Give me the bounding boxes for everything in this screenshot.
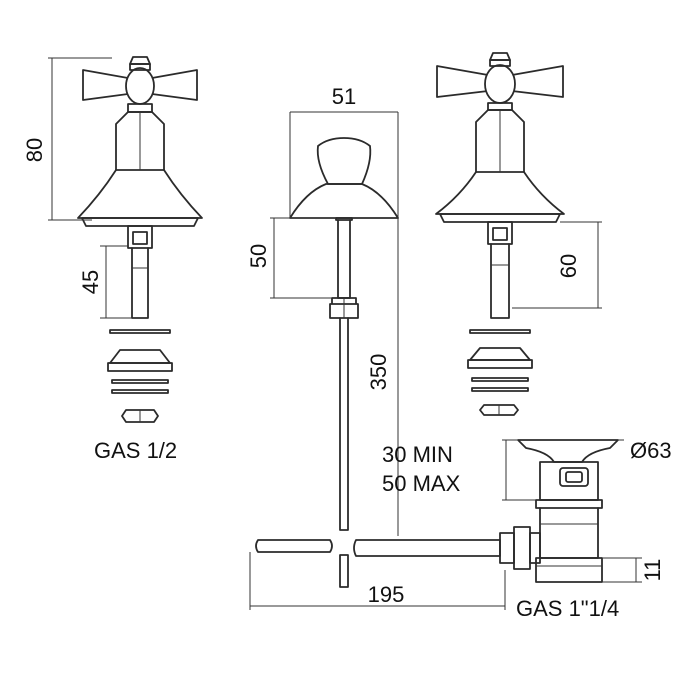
lever-length-label: 195: [368, 582, 405, 607]
drain-min-label: 30 MIN: [382, 442, 453, 467]
right-valve-flange: [435, 171, 565, 215]
waste-nut: [535, 557, 603, 583]
spout-dimension-lines: [270, 111, 399, 536]
waste-tailpiece: [539, 507, 599, 559]
left-shank-label: 45: [78, 270, 103, 294]
right-height-label: 60: [556, 254, 581, 278]
left-valve-fixings: [107, 329, 173, 423]
drain-max-label: 50 MAX: [382, 471, 461, 496]
spout-height-label: 50: [246, 244, 271, 268]
left-height-label: 80: [22, 138, 47, 162]
valve-thread-label: GAS 1/2: [94, 438, 177, 463]
right-valve: [435, 52, 565, 416]
spout-width-label: 51: [332, 84, 356, 109]
left-valve-flange: [77, 169, 203, 219]
spout-base: [289, 183, 399, 219]
right-valve-shank: [490, 243, 510, 319]
waste-flange: [517, 439, 619, 463]
right-dimension-lines: [512, 221, 602, 309]
drain-nut-label: 11: [640, 559, 665, 582]
lever-rod: [255, 539, 501, 557]
right-valve-fixings: [467, 329, 533, 416]
left-valve-shank: [131, 247, 149, 319]
left-dimension-lines: [48, 57, 132, 319]
spout-tail: [337, 219, 351, 299]
waste-pivot-connector: [499, 526, 541, 570]
left-valve: [77, 56, 203, 423]
spout-nut: [329, 297, 359, 319]
right-valve-cartridge: [487, 221, 513, 245]
pop-up-rod: [339, 317, 349, 531]
drain-diameter-label: Ø63: [630, 438, 672, 463]
waste-thread-label: GAS 1"1/4: [516, 596, 619, 621]
left-valve-cartridge: [127, 225, 153, 249]
pop-up-waste: [499, 439, 619, 583]
waste-dimension-lines: [249, 439, 642, 610]
right-valve-cross-handle: [436, 52, 564, 111]
rod-length-label: 350: [366, 354, 391, 391]
spout-knob: [316, 137, 372, 185]
left-valve-cross-handle: [82, 56, 198, 113]
waste-window: [559, 467, 589, 487]
